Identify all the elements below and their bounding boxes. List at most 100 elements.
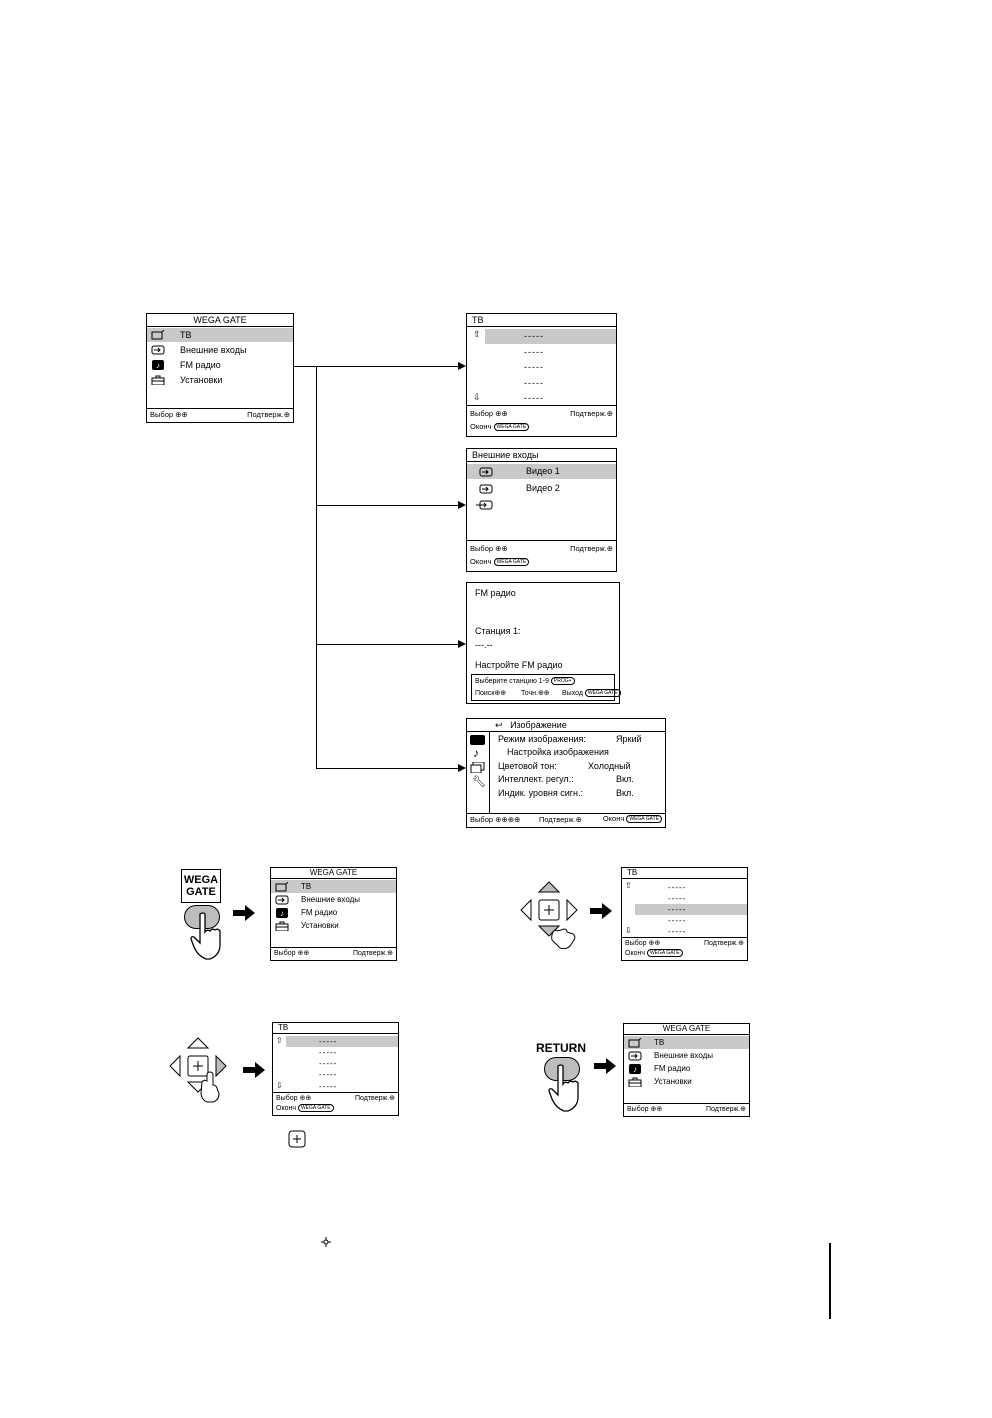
wega-gate-menu: WEGA GATE ТВ Внешние входы ♪ FM радио Ус… (146, 313, 294, 423)
arrow-head (458, 501, 466, 509)
menu-item-label: FM радио (654, 1064, 691, 1073)
channel-entry[interactable]: ----- (668, 894, 687, 903)
enter-icon: ⊕ (606, 409, 613, 418)
dpad-down-press[interactable] (517, 880, 589, 952)
down-arrow-icon: ⇩ (473, 392, 481, 402)
wrench-icon[interactable]: 🔧︎ (472, 776, 486, 788)
wega-gate-menu-step4: WEGA GATE ТВ Внешние входы ♪ FM радио Ус… (623, 1023, 750, 1117)
menu-item-label: Внешние входы (301, 895, 361, 904)
svg-text:♪: ♪ (280, 909, 284, 918)
dpad-right-press[interactable] (166, 1036, 238, 1108)
footer-select-label: Выбор (627, 1106, 649, 1113)
up-arrow-icon: ⇧ (625, 881, 632, 890)
menu-footer: Выбор ⊕⊕ Подтверж.⊕ (624, 1103, 749, 1116)
ext-footer: Выбор ⊕⊕ Подтверж.⊕ Оконч WEGA GATE (467, 540, 616, 571)
enter-icon: ⊕ (740, 1106, 746, 1113)
picture-row-label[interactable]: Настройка изображения (507, 747, 609, 757)
tv-footer: Выбор ⊕⊕ Подтверж.⊕ Оконч WEGA GATE (467, 405, 616, 436)
down-arrow-icon: ⇩ (276, 1081, 283, 1090)
four-arrows-icon: ⊕⊕⊕⊕ (495, 815, 521, 824)
menu-item-external-inputs[interactable]: Внешние входы (624, 1049, 749, 1062)
menu-title: WEGA GATE (147, 314, 293, 327)
enter-icon: ⊕ (606, 544, 613, 553)
channel-entry[interactable]: ----- (524, 331, 544, 341)
up-down-icon: ⊕⊕ (299, 1095, 312, 1102)
picture-row-label[interactable]: Режим изображения: (498, 734, 586, 744)
channel-entry[interactable]: ----- (668, 883, 687, 892)
menu-item-label: Внешние входы (180, 345, 247, 355)
up-arrow-icon: ⇧ (473, 329, 481, 339)
enter-icon: ⊕ (387, 950, 393, 957)
up-down-icon: ⊕⊕ (495, 544, 508, 553)
enter-icon: ⊕ (283, 410, 290, 419)
footer-select-label: Выбор (150, 410, 174, 419)
tv-menu: ТВ ⇧ ----- ----- ----- ----- ⇩ ----- Выб… (466, 313, 617, 437)
footer-confirm-label: Подтверж. (704, 940, 739, 947)
wega-gate-badge: WEGA GATE (646, 949, 683, 957)
tv-menu-step2: ТВ ⇧ ----- ----- ----- ----- ⇩ ----- Выб… (621, 867, 748, 961)
menu-item-fm-radio[interactable]: ♪ FM радио (624, 1062, 749, 1075)
up-down-icon: ⊕⊕ (175, 410, 188, 419)
footer-end-label: Оконч (470, 422, 492, 431)
channel-entry[interactable]: ----- (524, 378, 544, 388)
picture-row-label[interactable]: Цветовой тон: (498, 761, 557, 771)
menu-item-fm-radio[interactable]: ♪ FM радио (147, 358, 293, 372)
toolbox-icon (275, 921, 289, 931)
up-down-icon: ⊕⊕ (650, 1106, 663, 1113)
screen-icon[interactable] (470, 762, 485, 773)
picture-row-label[interactable]: Интеллект. регул.: (498, 774, 574, 784)
menu-item-label: Установки (301, 921, 339, 930)
menu-item-settings[interactable]: Установки (147, 373, 293, 387)
footer-end-label: Оконч (276, 1104, 296, 1112)
footer-select-label: Выбор (470, 544, 494, 553)
fm-tune-text: Настройте FM радио (475, 660, 563, 670)
menu-item-settings[interactable]: Установки (624, 1075, 749, 1088)
menu-item-external-inputs[interactable]: Внешние входы (147, 343, 293, 357)
menu-item-settings[interactable]: Установки (271, 919, 396, 932)
menu-item-fm-radio[interactable]: ♪ FM радио (271, 906, 396, 919)
channel-entry[interactable]: ----- (668, 927, 687, 936)
menu-item-tv[interactable]: ТВ (624, 1036, 749, 1049)
channel-entry[interactable]: ----- (319, 1048, 338, 1057)
wega-gate-badge: WEGA GATE (493, 423, 530, 432)
ext-title: Внешние входы (467, 449, 616, 462)
return-icon: ↩ (495, 720, 503, 730)
picture-icon[interactable] (470, 735, 485, 745)
up-down-icon: ⊕⊕ (648, 940, 661, 947)
channel-entry[interactable]: ----- (319, 1059, 338, 1068)
channel-entry[interactable]: ----- (524, 347, 544, 357)
channel-entry[interactable]: ----- (319, 1037, 338, 1046)
channel-entry[interactable]: ----- (524, 362, 544, 372)
input-label[interactable]: Видео 1 (526, 466, 560, 476)
channel-entry[interactable]: ----- (319, 1082, 338, 1091)
toolbox-icon (151, 375, 165, 385)
channel-entry[interactable]: ----- (668, 916, 687, 925)
picture-row-label[interactable]: Индик. уровня сигн.: (498, 788, 583, 798)
menu-title: WEGA GATE (624, 1024, 749, 1035)
wega-gate-badge: WEGA GATE (626, 815, 662, 824)
channel-entry[interactable]: ----- (668, 905, 687, 914)
footer-confirm-label: Подтверж. (539, 815, 576, 824)
input-icon (628, 1051, 642, 1061)
fm-search-label: Поиск (475, 690, 495, 697)
menu-item-external-inputs[interactable]: Внешние входы (271, 893, 396, 906)
right-arrow-icon (594, 1058, 616, 1074)
footer-select-label: Выбор (625, 940, 647, 947)
wega-gate-badge: WEGA GATE (584, 689, 621, 697)
selection-highlight (286, 1036, 398, 1047)
tv-menu-step3: ТВ ⇧ ----- ----- ----- ----- ⇩ ----- Выб… (272, 1022, 399, 1116)
icon-column: ♪ 🔧︎ (467, 732, 490, 814)
fm-exit-label: Выход (562, 689, 583, 697)
channel-entry[interactable]: ----- (319, 1070, 338, 1079)
input-icon (275, 895, 289, 905)
music-note-icon: ♪ (629, 1064, 641, 1074)
menu-item-tv[interactable]: ТВ (271, 880, 396, 893)
music-note-icon[interactable]: ♪ (473, 746, 479, 760)
channel-entry[interactable]: ----- (524, 393, 544, 403)
menu-item-tv[interactable]: ТВ (147, 328, 293, 342)
up-down-icon: ⊕⊕ (297, 950, 310, 957)
input-label[interactable]: Видео 2 (526, 483, 560, 493)
footer-select-label: Выбор (274, 950, 296, 957)
music-note-icon: ♪ (276, 908, 288, 918)
input-icon (151, 345, 165, 355)
